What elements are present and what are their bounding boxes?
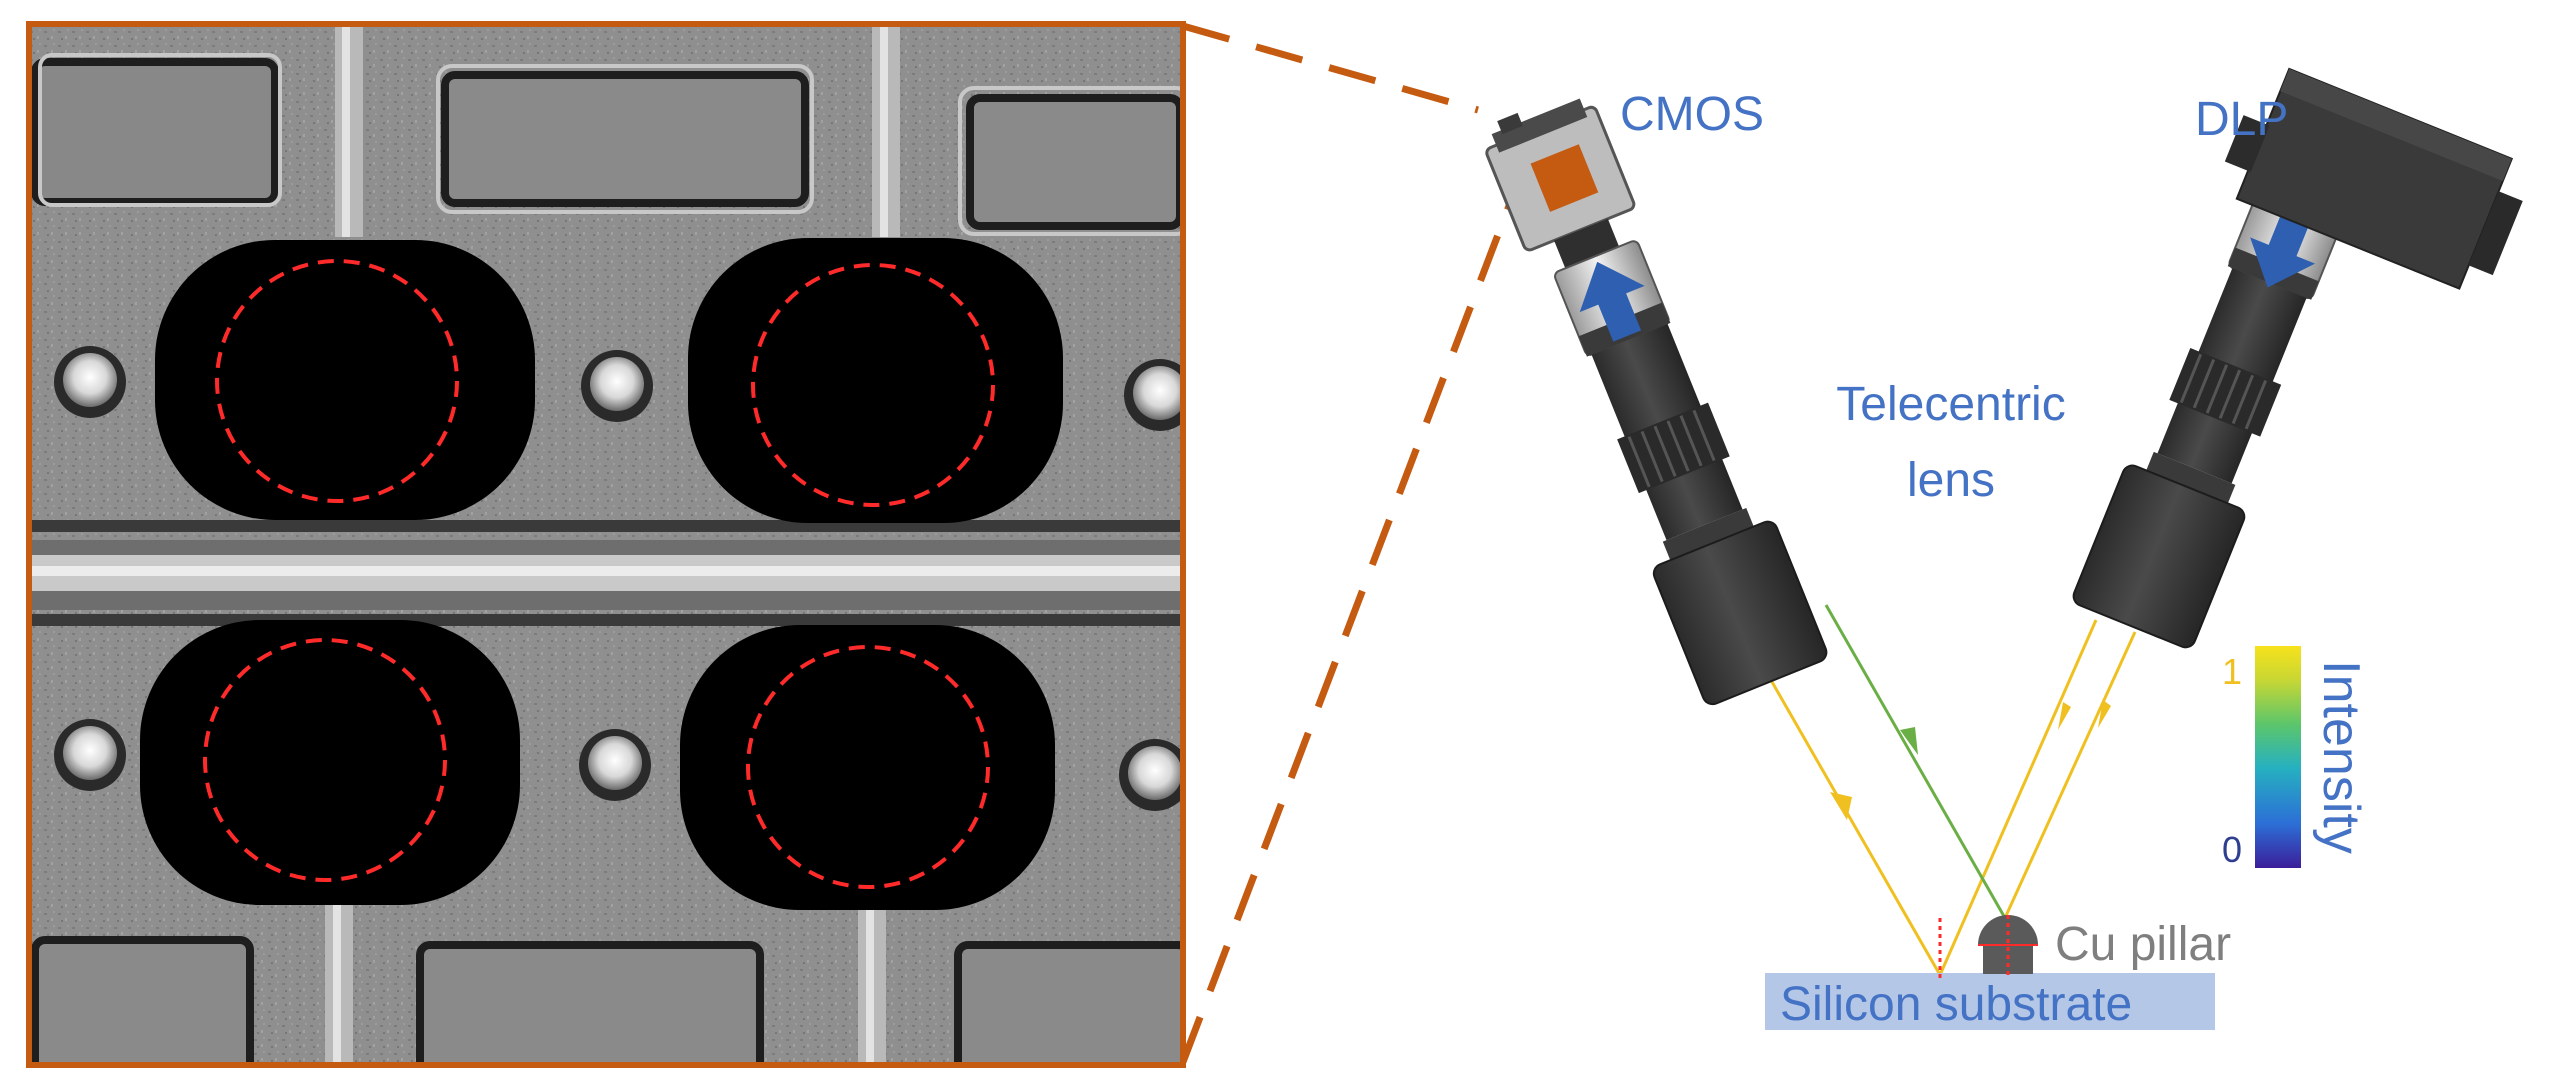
telecentric-label-line2: lens [1907, 454, 1995, 507]
dlp-lens-assembly [2072, 183, 2345, 649]
intensity-colorbar [2255, 646, 2301, 868]
silicon-substrate-label: Silicon substrate [1780, 978, 2132, 1031]
traces [32, 27, 1180, 1062]
cmos-lens-assembly [1485, 98, 1828, 706]
colorbar-min-label: 0 [2222, 829, 2242, 870]
zoom-lines [1179, 22, 1519, 1064]
camera-arrow-icon [1579, 261, 1645, 342]
micrograph-frame [26, 21, 1186, 1068]
micro-bumps [54, 346, 1180, 811]
micrograph-image [32, 27, 1180, 1062]
top-row-pads [32, 53, 1180, 236]
colorbar-max-label: 1 [2222, 651, 2242, 692]
ray-arrows [1830, 700, 2111, 820]
silicon-substrate [1765, 973, 2215, 1030]
cu-pillar-label: Cu pillar [2055, 918, 2231, 971]
projector-arrow-icon [2250, 207, 2316, 288]
cmos-label: CMOS [1620, 88, 1764, 141]
bottom-row-pads [32, 936, 1180, 1062]
colorbar-title: Intensity [2312, 660, 2370, 854]
cmos-sensor [1530, 144, 1599, 212]
telecentric-label-line1: Telecentric [1836, 378, 2065, 431]
dlp-projector [2224, 67, 2523, 290]
dlp-label: DLP [2195, 93, 2288, 146]
cu-pillar [1978, 915, 2038, 975]
pad-outline-circles [203, 259, 995, 889]
